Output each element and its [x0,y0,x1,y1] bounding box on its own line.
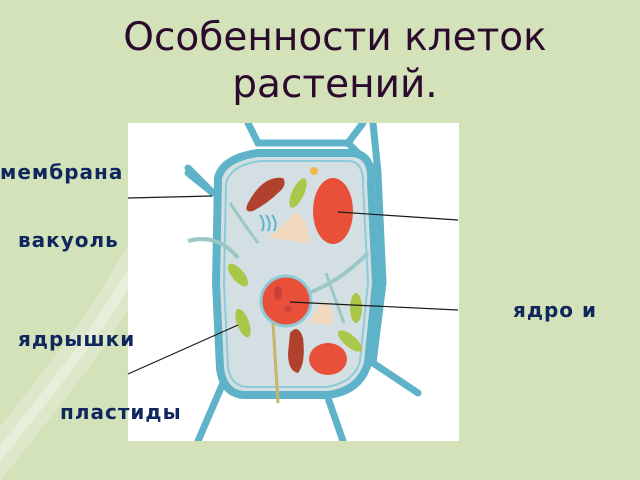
slide-title: Особенности клеток растений. [100,14,570,108]
label-vacuole: вакуоль [18,228,119,252]
plant-cell-illustration [128,123,459,441]
label-membrane: мембрана [0,160,124,184]
title-line-1: Особенности клеток [123,15,547,60]
label-nucleus-and: ядро и [513,298,598,322]
title-line-2: растений. [232,62,438,107]
label-nucleoli: ядрышки [18,327,136,351]
label-plastids: пластиды [60,400,182,424]
